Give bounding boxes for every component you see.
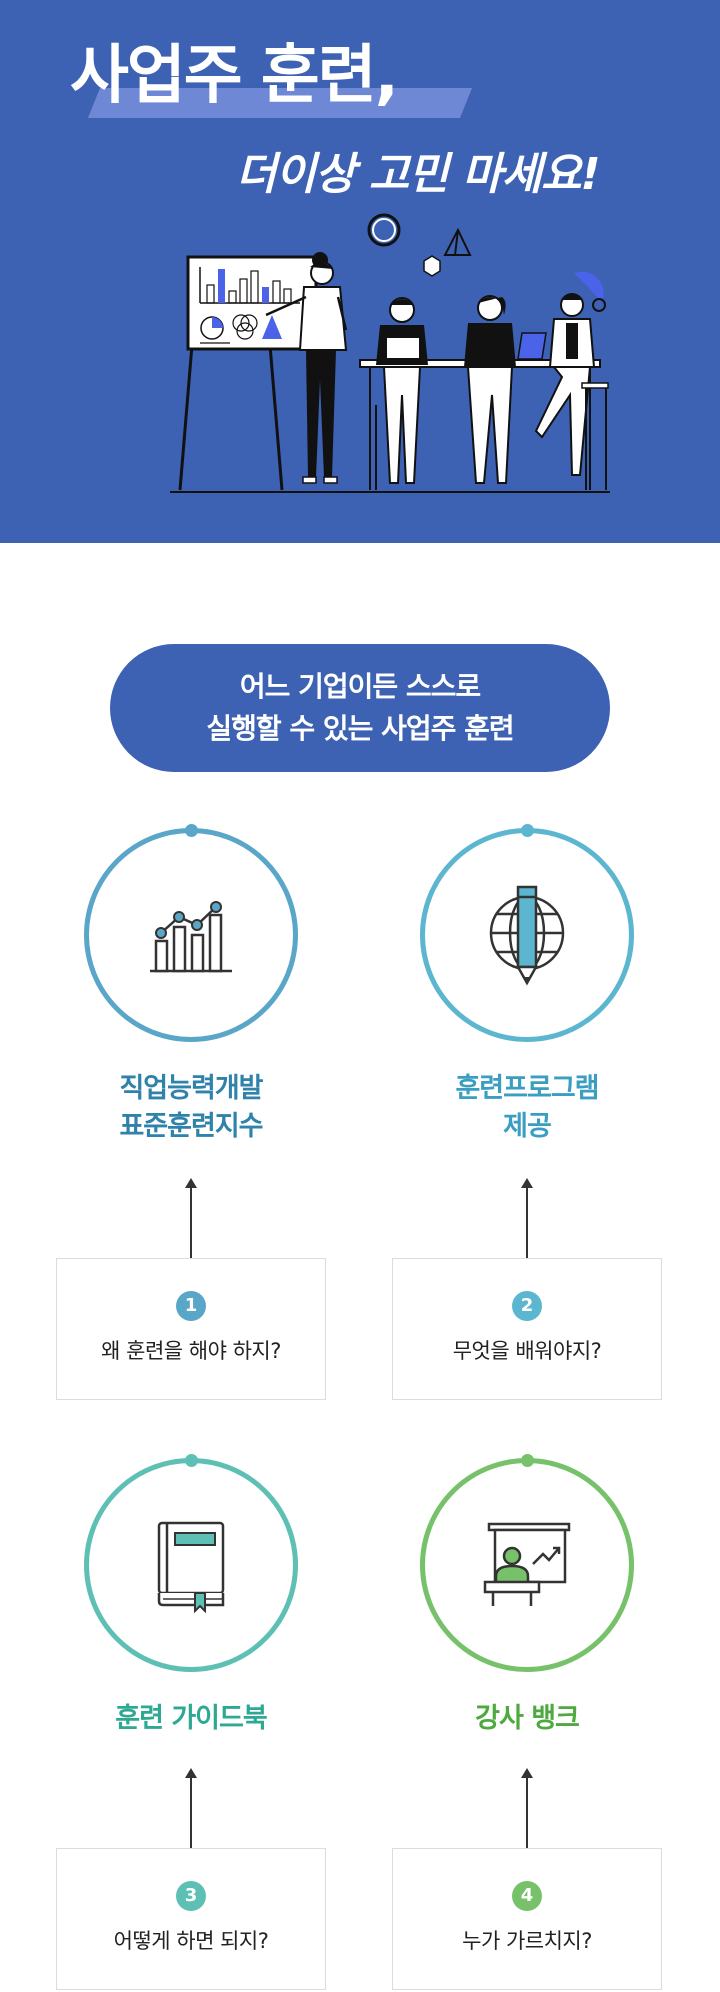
feature-title: 강사 뱅크	[397, 1700, 657, 1738]
tagline-line-2: 실행할 수 있는 사업주 훈련	[206, 712, 514, 745]
feature-circle	[420, 1454, 634, 1672]
feature-circle	[84, 1454, 298, 1672]
question-card-3: 3 어떻게 하면 되지?	[56, 1848, 326, 1990]
question-text: 누가 가르치지?	[462, 1929, 592, 1953]
question-card-2: 2 무엇을 배워야지?	[392, 1258, 662, 1400]
feature-guidebook: 훈련 가이드북	[78, 1454, 304, 1738]
tagline-pill: 어느 기업이든 스스로 실행할 수 있는 사업주 훈련	[110, 644, 610, 772]
arrow-up-4	[521, 1768, 533, 1858]
feature-lecturer-bank: 강사 뱅크	[414, 1454, 640, 1738]
question-text: 어떻게 하면 되지?	[113, 1929, 269, 1953]
question-text: 무엇을 배워야지?	[452, 1339, 602, 1363]
circle-dot	[520, 1454, 534, 1467]
hero-subtitle: 더이상 고민 마세요!	[236, 149, 601, 200]
circle-dot	[520, 824, 534, 837]
circle-dot	[184, 824, 198, 837]
feature-title-line-1: 직업능력개발	[119, 1073, 263, 1104]
pen-globe-icon	[489, 885, 565, 986]
hero-title: 사업주 훈련,	[70, 39, 399, 113]
feature-circle	[420, 824, 634, 1042]
hero-title-block: 사업주 훈련,	[70, 18, 473, 118]
arrow-up-1	[185, 1178, 197, 1268]
question-card-4: 4 누가 가르치지?	[392, 1848, 662, 1990]
number-badge: 2	[512, 1291, 542, 1321]
number-badge: 4	[512, 1881, 542, 1911]
growth-chart-icon	[150, 901, 232, 973]
tagline-line-1: 어느 기업이든 스스로	[239, 670, 481, 703]
meeting-illustration	[170, 213, 610, 493]
feature-title-line-1: 강사 뱅크	[475, 1703, 580, 1734]
number-badge: 3	[176, 1881, 206, 1911]
feature-training-program: 훈련프로그램 제공	[414, 824, 640, 1146]
hero-banner: 사업주 훈련, 더이상 고민 마세요!	[0, 0, 720, 543]
circle-dot	[184, 1454, 198, 1467]
feature-title-line-2: 제공	[503, 1111, 552, 1142]
feature-title: 훈련 가이드북	[61, 1700, 321, 1738]
question-card-1: 1 왜 훈련을 해야 하지?	[56, 1258, 326, 1400]
feature-title: 직업능력개발 표준훈련지수	[61, 1070, 321, 1146]
arrow-up-3	[185, 1768, 197, 1858]
feature-circle	[84, 824, 298, 1042]
number-badge: 1	[176, 1291, 206, 1321]
feature-title: 훈련프로그램 제공	[397, 1070, 657, 1146]
feature-title-line-2: 표준훈련지수	[119, 1111, 263, 1142]
question-text: 왜 훈련을 해야 하지?	[101, 1339, 281, 1363]
lecturer-icon	[483, 1522, 571, 1606]
feature-title-line-1: 훈련프로그램	[455, 1073, 599, 1104]
feature-title-line-1: 훈련 가이드북	[115, 1703, 267, 1734]
arrow-up-2	[521, 1178, 533, 1268]
feature-standard-index: 직업능력개발 표준훈련지수	[78, 824, 304, 1146]
book-icon	[157, 1521, 225, 1613]
